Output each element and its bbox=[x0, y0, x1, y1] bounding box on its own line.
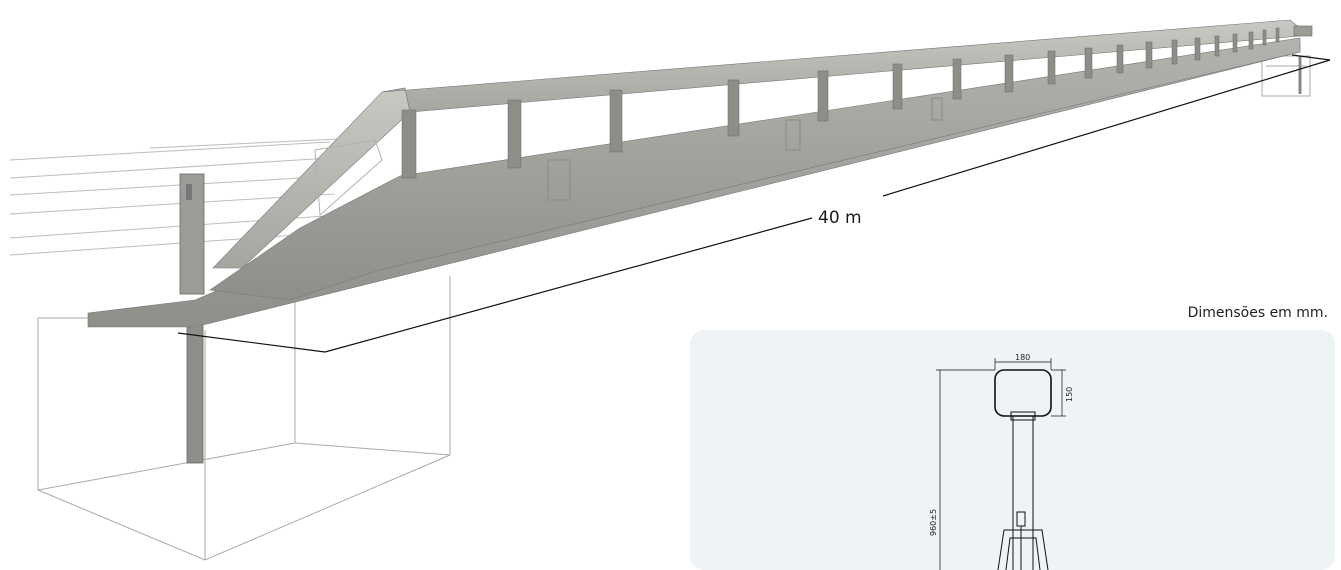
beam-head bbox=[994, 369, 1052, 417]
total-height-dimension bbox=[936, 369, 995, 570]
right-terminal bbox=[1293, 25, 1313, 94]
head-height-dimension bbox=[1051, 369, 1066, 417]
ramp-anchor-plate bbox=[314, 139, 383, 217]
units-note: Dimensões em mm. bbox=[1187, 305, 1328, 321]
left-foundation-box bbox=[37, 276, 451, 561]
total-height-label: 960±5 bbox=[929, 509, 938, 536]
beam-stem bbox=[1010, 411, 1036, 570]
cross-section-panel: 180 150 960±5 bbox=[690, 330, 1335, 570]
width-label: 180 bbox=[1015, 353, 1030, 362]
beam-foot bbox=[997, 529, 1049, 570]
length-label: 40 m bbox=[818, 208, 862, 228]
head-height-label: 150 bbox=[1065, 387, 1074, 402]
support-posts bbox=[401, 27, 1280, 179]
cable-barrier bbox=[9, 137, 361, 256]
length-dimension-line bbox=[177, 54, 1331, 353]
left-pile bbox=[186, 324, 204, 464]
joint-plates bbox=[547, 97, 943, 201]
right-foundation-box bbox=[1261, 55, 1311, 97]
lower-rail bbox=[209, 37, 1301, 301]
width-dimension bbox=[994, 358, 1052, 370]
guide-post bbox=[179, 173, 205, 295]
cross-section-drawing: 180 150 960±5 bbox=[929, 353, 1074, 570]
